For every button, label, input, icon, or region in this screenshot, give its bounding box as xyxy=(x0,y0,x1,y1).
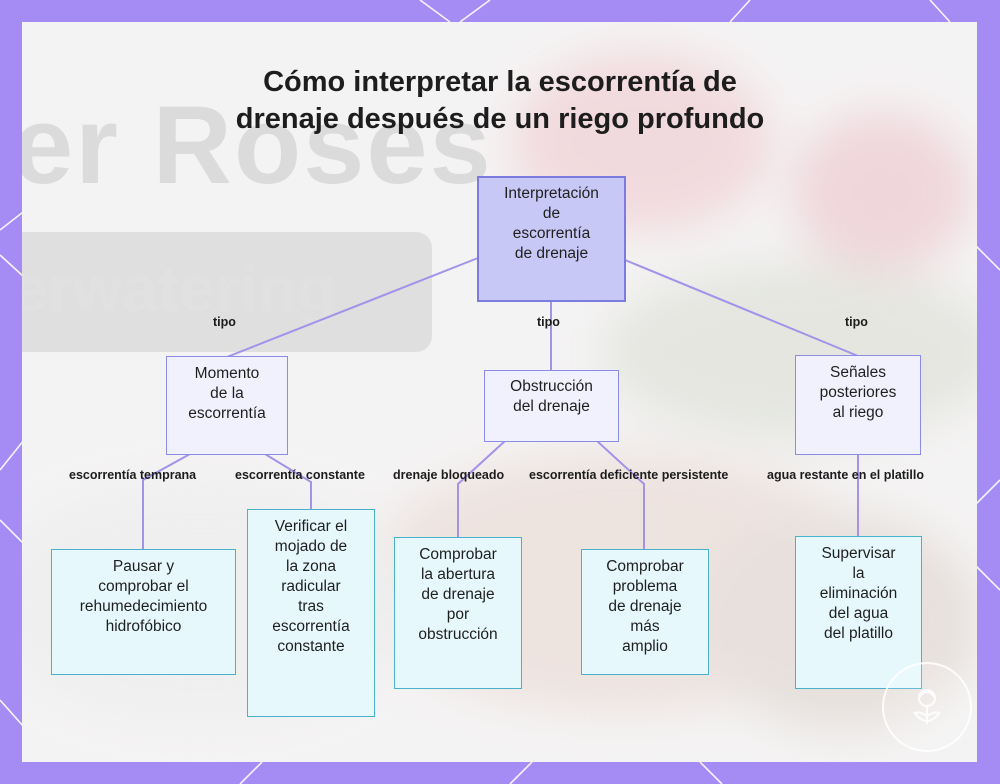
edge-obstruccion-comprobar-abertura xyxy=(457,440,506,538)
edge-momento-pausar xyxy=(142,453,191,550)
edge-label-tipo-3: tipo xyxy=(845,315,868,329)
node-senales-posteriores: Señales posteriores al riego xyxy=(795,355,921,455)
leaf-comprobar-abertura: Comprobar la abertura de drenaje por obs… xyxy=(394,537,522,689)
leaf-comprobar-problema: Comprobar problema de drenaje más amplio xyxy=(581,549,709,675)
node-obstruccion-drenaje: Obstrucción del drenaje xyxy=(484,370,619,442)
edge-label-tipo-2: tipo xyxy=(537,315,560,329)
leaf-verificar-mojado: Verificar el mojado de la zona radicular… xyxy=(247,509,375,717)
leaf-pausar-comprobar: Pausar y comprobar el rehumedecimiento h… xyxy=(51,549,236,675)
edge-obstruccion-comprobar-problema xyxy=(596,440,645,550)
background-text: erwatering xyxy=(22,253,336,325)
edge-label-escorrentia-temprana: escorrentía temprana xyxy=(69,468,197,482)
rose-logo-icon xyxy=(882,662,972,752)
diagram-title: Cómo interpretar la escorrentía de drena… xyxy=(0,64,1000,138)
edge-label-escorrentia-deficiente: escorrentía deficiente persistente xyxy=(529,468,729,482)
leaf-supervisar-eliminacion: Supervisar la eliminación del agua del p… xyxy=(795,536,922,689)
edge-label-tipo-1: tipo xyxy=(213,315,236,329)
background-banner xyxy=(22,232,432,352)
edge-root-senales xyxy=(624,259,859,357)
edge-momento-verificar xyxy=(264,453,312,510)
title-line-2: drenaje después de un riego profundo xyxy=(235,103,765,135)
background-text: er Roses xyxy=(22,84,493,207)
title-line-1: Cómo interpretar la escorrentía de xyxy=(263,66,737,98)
node-momento-escorrentia: Momento de la escorrentía xyxy=(166,356,288,455)
edge-label-agua-restante: agua restante en el platillo xyxy=(767,468,924,482)
edge-label-drenaje-bloqueado: drenaje bloqueado xyxy=(393,468,505,482)
edge-root-momento xyxy=(226,257,479,358)
edge-label-escorrentia-constante: escorrentía constante xyxy=(235,468,365,482)
root-node: Interpretación de escorrentía de drenaje xyxy=(477,176,626,302)
